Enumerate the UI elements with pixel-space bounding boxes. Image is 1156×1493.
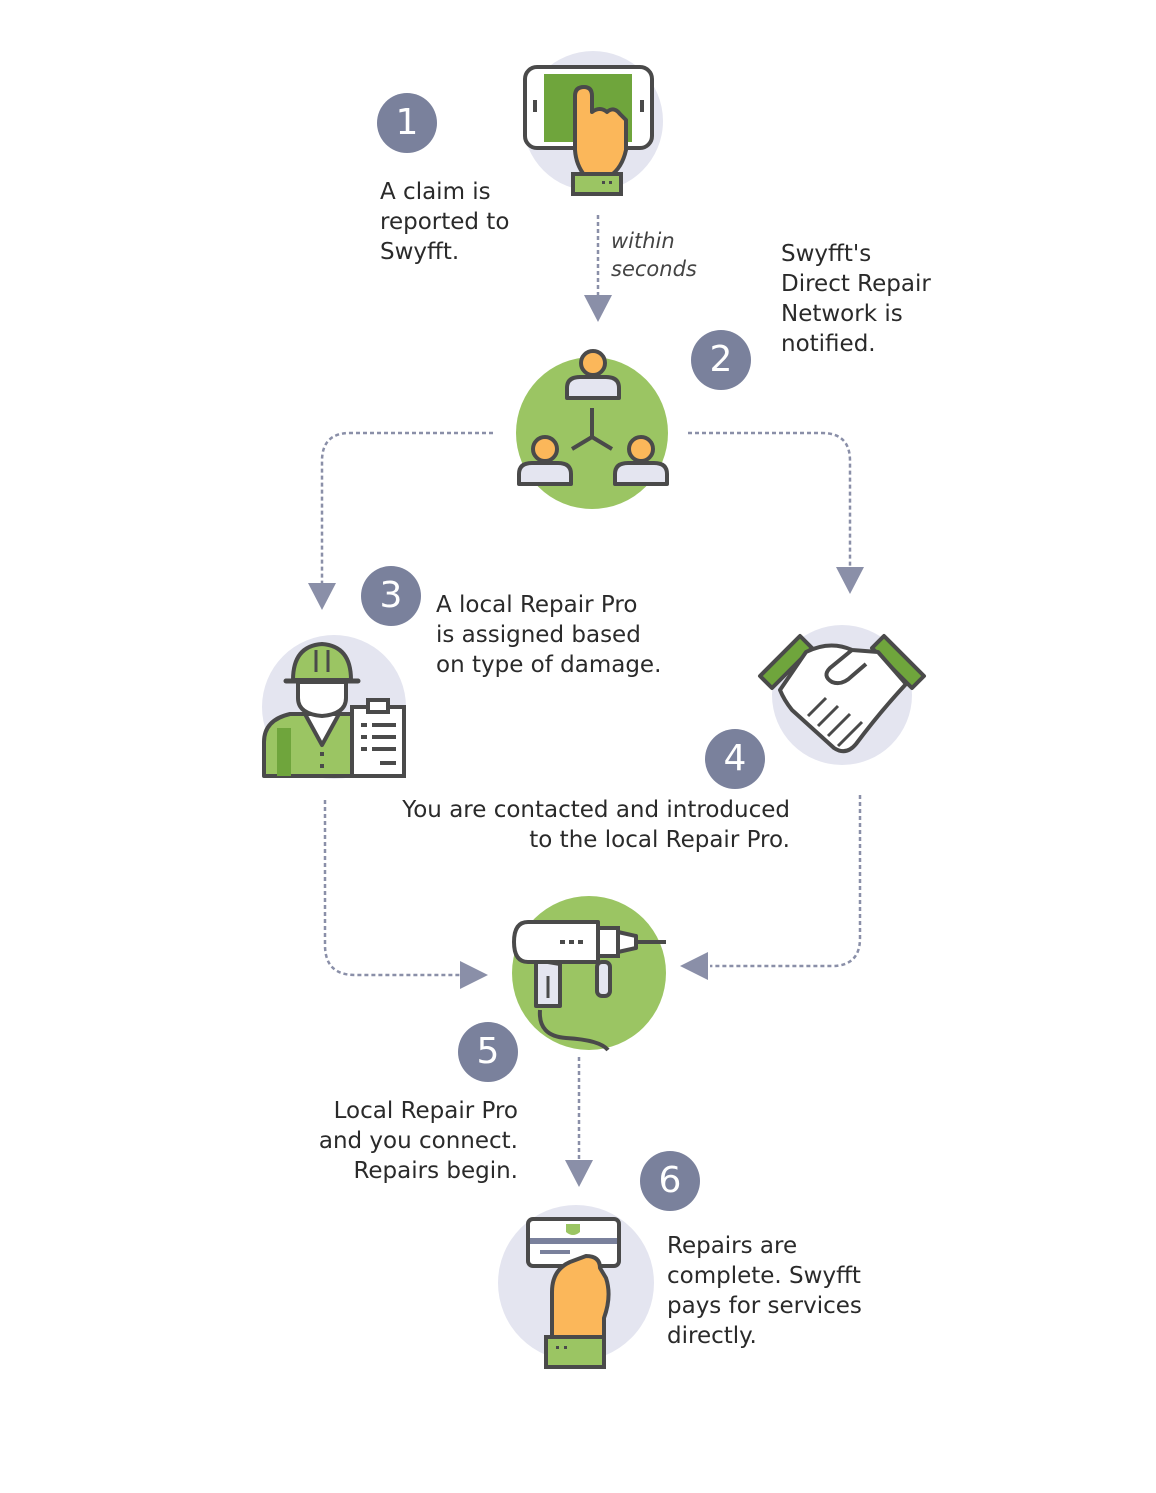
step-4-text: You are contacted and introduced to the … bbox=[380, 795, 790, 855]
step-1-badge: 1 bbox=[377, 93, 437, 153]
arrowhead-to-6 bbox=[565, 1160, 593, 1187]
step-3-text-line: is assigned based bbox=[436, 622, 641, 648]
step-6-text-line: pays for services bbox=[667, 1293, 862, 1319]
step-5-text-line: and you connect. bbox=[318, 1128, 518, 1154]
payment-card-icon bbox=[498, 1205, 654, 1369]
step-1-text-line: reported to bbox=[380, 209, 510, 235]
arrowhead-to-5-left bbox=[460, 961, 488, 989]
connector-label-line: within bbox=[611, 229, 675, 253]
connector-label: within seconds bbox=[611, 227, 697, 283]
connector-2-to-3 bbox=[320, 431, 493, 585]
repair-worker-icon bbox=[262, 635, 406, 779]
step-2-text-line: Swyfft's bbox=[781, 241, 872, 267]
step-4-text-line: to the local Repair Pro. bbox=[529, 827, 790, 853]
step-1-text-line: A claim is bbox=[380, 179, 491, 205]
handshake-icon bbox=[758, 625, 926, 765]
step-5-text-line: Repairs begin. bbox=[353, 1158, 518, 1184]
step-1-text: A claim is reported to Swyfft. bbox=[380, 177, 509, 267]
step-6-text-line: complete. Swyfft bbox=[667, 1263, 861, 1289]
step-6-text-line: directly. bbox=[667, 1323, 757, 1349]
arrowhead-to-5-right bbox=[680, 952, 708, 980]
network-people-icon bbox=[516, 349, 669, 509]
step-2-text-line: Network is bbox=[781, 301, 903, 327]
step-6-badge: 6 bbox=[640, 1151, 700, 1211]
step-2-text-line: Direct Repair bbox=[781, 271, 931, 297]
step-3-badge: 3 bbox=[361, 566, 421, 626]
connector-4-to-5 bbox=[710, 795, 862, 968]
step-3-text: A local Repair Pro is assigned based on … bbox=[436, 590, 661, 680]
step-4-text-line: You are contacted and introduced bbox=[402, 797, 790, 823]
connector-2-to-4 bbox=[688, 431, 852, 567]
connector-3-to-5 bbox=[323, 800, 460, 977]
arrowhead-to-4 bbox=[836, 567, 864, 594]
tablet-touch-icon bbox=[523, 51, 663, 196]
step-5-badge: 5 bbox=[458, 1022, 518, 1082]
step-1-text-line: Swyfft. bbox=[380, 239, 460, 265]
arrowhead-to-2 bbox=[584, 295, 612, 322]
step-6-text: Repairs are complete. Swyfft pays for se… bbox=[667, 1231, 862, 1351]
step-2-text-line: notified. bbox=[781, 331, 876, 357]
step-3-text-line: A local Repair Pro bbox=[436, 592, 638, 618]
step-3-text-line: on type of damage. bbox=[436, 652, 662, 678]
step-4-badge: 4 bbox=[705, 729, 765, 789]
step-6-text-line: Repairs are bbox=[667, 1233, 798, 1259]
arrowhead-to-3 bbox=[308, 583, 336, 610]
step-5-text: Local Repair Pro and you connect. Repair… bbox=[298, 1096, 518, 1186]
connectors bbox=[320, 215, 862, 1160]
step-2-badge: 2 bbox=[691, 330, 751, 390]
power-drill-icon bbox=[512, 896, 666, 1052]
step-5-text-line: Local Repair Pro bbox=[333, 1098, 518, 1124]
step-2-text: Swyfft's Direct Repair Network is notifi… bbox=[781, 239, 931, 359]
connector-label-line: seconds bbox=[611, 257, 697, 281]
arrowheads bbox=[308, 295, 864, 1187]
